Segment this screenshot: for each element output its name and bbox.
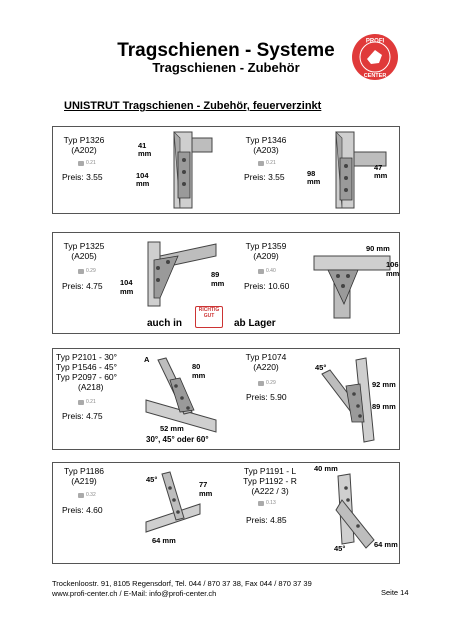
page-subtitle: Tragschienen - Zubehör [152, 60, 300, 75]
stock-label-left: auch in [147, 318, 183, 329]
item-5-dims-a: A [144, 355, 150, 364]
page-number: Seite 14 [381, 588, 409, 597]
profi-center-logo: PROFI CENTER [352, 34, 398, 80]
item-1-weight: 0.21 [78, 160, 96, 166]
item-4-price: Preis: 10.60 [244, 281, 290, 291]
item-5-type: Typ P2101 - 30°Typ P1546 - 45°Typ P2097 … [56, 352, 118, 392]
item-6-weight: 0.29 [258, 380, 276, 386]
item-5-image [145, 357, 217, 433]
stock-stamp: RICHTIG GUT [195, 306, 223, 328]
item-8-image [335, 473, 375, 549]
item-8-price: Preis: 4.85 [246, 515, 287, 525]
item-6-dims-a: 92 mm [372, 380, 396, 389]
weight-icon [78, 399, 84, 405]
item-3-type: Typ P1325(A205) [63, 241, 105, 261]
item-7-type: Typ P1186(A219) [63, 466, 104, 486]
item-7-angle: 45° [146, 475, 158, 484]
item-8-dims-a: 40 mm [314, 464, 338, 473]
item-3-weight: 0.29 [78, 268, 96, 274]
item-6-angle: 45° [315, 363, 327, 372]
weight-icon [258, 160, 264, 166]
item-2-weight: 0.21 [258, 160, 276, 166]
item-1-type: Typ P1326(A202) [63, 135, 105, 155]
stock-label-right: ab Lager [234, 318, 276, 329]
item-7-image [145, 471, 201, 533]
item-8-weight: 0.13 [258, 500, 276, 506]
logo-text-top: PROFI [366, 39, 385, 45]
page-title: Tragschienen - Systeme [117, 40, 335, 61]
logo-text-bottom: CENTER [364, 73, 387, 79]
item-2-price: Preis: 3.55 [244, 172, 285, 182]
item-7-dims-b: 64 mm [152, 536, 176, 545]
weight-icon [78, 160, 84, 166]
item-7-price: Preis: 4.60 [62, 505, 103, 515]
item-1-price: Preis: 3.55 [62, 172, 103, 182]
item-8-angle: 45° [334, 544, 346, 553]
item-1-image [173, 131, 213, 209]
weight-icon [258, 500, 264, 506]
item-2-image [335, 131, 387, 209]
weight-icon [258, 268, 264, 274]
item-4-type: Typ P1359(A209) [245, 241, 287, 261]
weight-icon [78, 268, 84, 274]
item-6-image [321, 357, 375, 443]
section-title: UNISTRUT Tragschienen - Zubehör, feuerve… [64, 100, 322, 112]
item-6-price: Preis: 5.90 [246, 392, 287, 402]
item-6-type: Typ P1074(A220) [245, 352, 287, 372]
footer-address: Trockenloostr. 91, 8105 Regensdorf, Tel.… [52, 579, 312, 588]
item-5-weight: 0.21 [78, 399, 96, 405]
item-5-dims-c: 52 mm [160, 424, 184, 433]
item-7-weight: 0.32 [78, 492, 96, 498]
item-5-angles: 30°, 45° oder 60° [146, 435, 209, 444]
item-2-type: Typ P1346(A203) [245, 135, 287, 155]
item-5-price: Preis: 4.75 [62, 411, 103, 421]
weight-icon [78, 492, 84, 498]
weight-icon [258, 380, 264, 386]
item-3-image [147, 241, 217, 307]
item-4-weight: 0.40 [258, 268, 276, 274]
item-6-dims-b: 89 mm [372, 402, 396, 411]
item-3-price: Preis: 4.75 [62, 281, 103, 291]
item-8-dims-b: 64 mm [374, 540, 398, 549]
item-4-dims-a: 90 mm [366, 244, 390, 253]
footer-contact: www.profi-center.ch / E-Mail: info@profi… [52, 589, 217, 598]
item-4-image [313, 255, 391, 319]
